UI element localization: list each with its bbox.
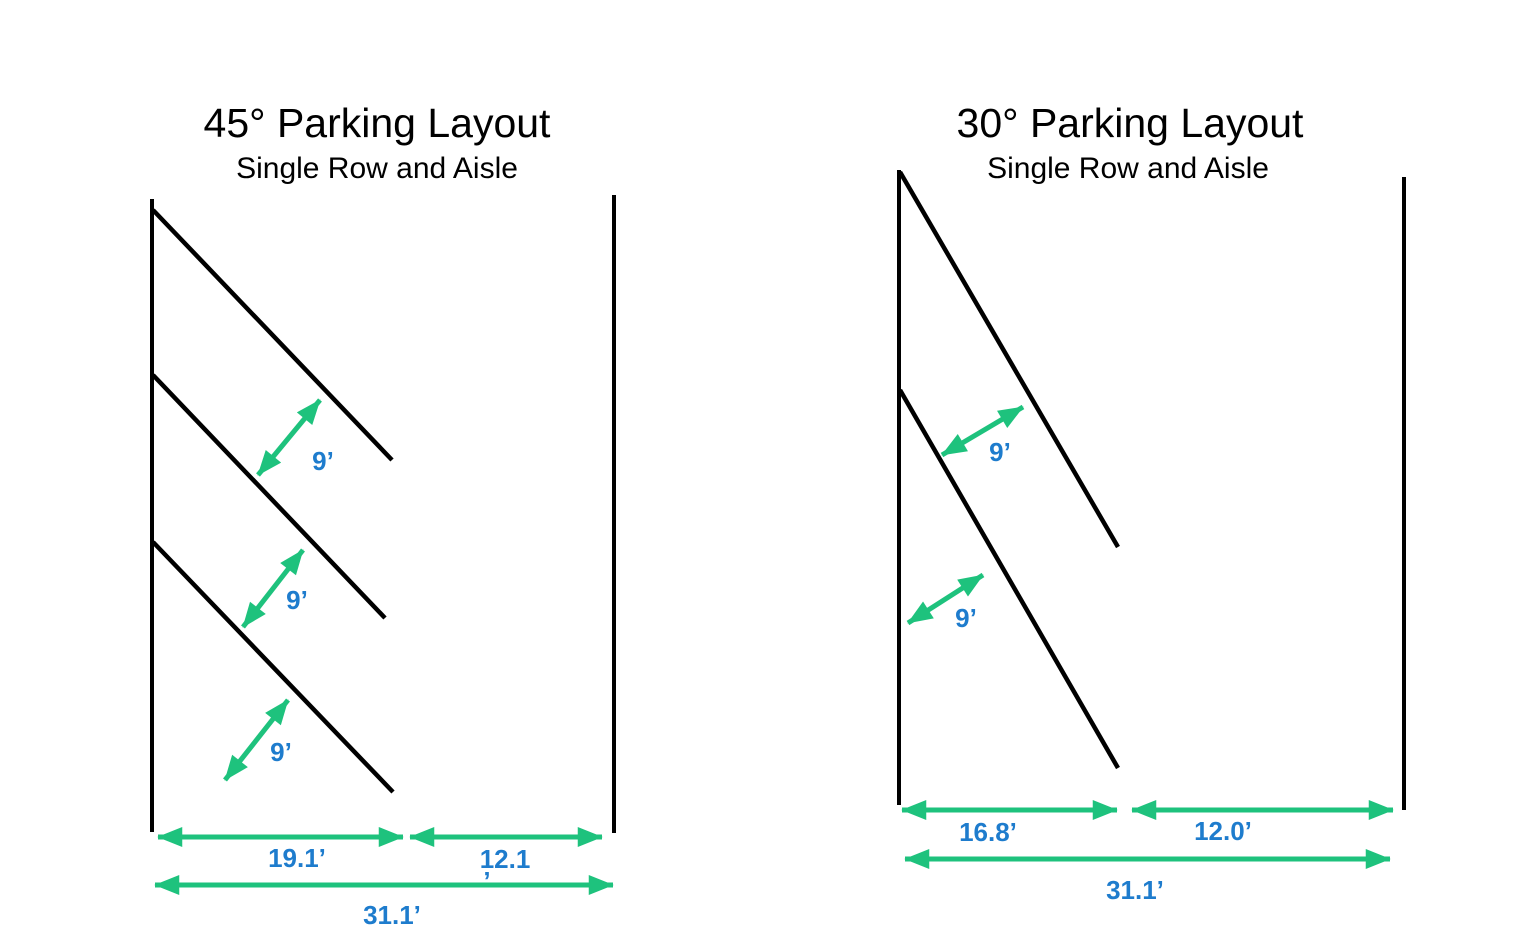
stall-width-arrow xyxy=(241,548,305,629)
total-width-label: 31.1’ xyxy=(363,900,421,929)
stall-width-label: 9’ xyxy=(270,737,292,767)
stall-width-label: 9’ xyxy=(286,585,308,615)
row-depth-label: 16.8’ xyxy=(959,817,1017,847)
stall-width-arrow xyxy=(223,698,290,782)
stall-width-label: 9’ xyxy=(312,446,334,476)
stall-line xyxy=(151,373,387,620)
stall-line xyxy=(898,170,1120,549)
stall-line xyxy=(898,388,1120,770)
stall-width-label: 9’ xyxy=(989,437,1011,467)
stall-width-arrow xyxy=(940,404,1025,458)
stall-line xyxy=(151,208,394,462)
diagram-subtitle: Single Row and Aisle xyxy=(987,152,1269,185)
stall-width-arrow xyxy=(256,398,322,477)
stall-width-arrow xyxy=(906,572,985,626)
diagram-45: 45° Parking Layout Single Row and Aisle … xyxy=(150,100,616,929)
aisle-width-label: 12.1 xyxy=(480,844,531,874)
diagram-title: 30° Parking Layout xyxy=(957,100,1305,146)
aisle-width-label-wrapped-quote: ’ xyxy=(483,866,490,896)
diagram-subtitle: Single Row and Aisle xyxy=(236,152,518,185)
stall-line xyxy=(151,540,395,794)
total-width-label: 31.1’ xyxy=(1106,875,1164,905)
stall-width-label: 9’ xyxy=(955,603,977,633)
diagram-30: 30° Parking Layout Single Row and Aisle … xyxy=(897,100,1406,905)
aisle-width-label: 12.0’ xyxy=(1194,816,1252,846)
diagram-title: 45° Parking Layout xyxy=(204,100,552,146)
row-depth-label: 19.1’ xyxy=(268,843,326,873)
